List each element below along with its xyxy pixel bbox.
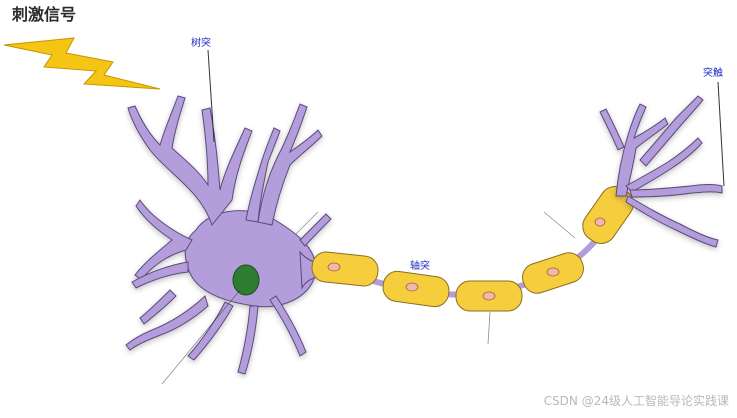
synapse-label: 突触 [703, 68, 723, 79]
stimulus-title: 刺激信号 [12, 5, 77, 24]
cell-nucleus [232, 264, 260, 296]
myelin-sheath [382, 270, 450, 308]
node-leader-line [543, 211, 576, 239]
terminal-branch [625, 195, 719, 248]
dendrite-branch [257, 103, 323, 226]
dendrite-leader-line [207, 49, 215, 143]
terminal-branch [625, 137, 703, 193]
terminal-branch [615, 103, 669, 197]
watermark-text: CSDN @24级人工智能导论实践课 [543, 394, 729, 408]
myelin-sheath [311, 251, 379, 287]
axon-terminal [599, 95, 723, 248]
dendrite-tree [125, 95, 332, 375]
lightning-bolt-icon [3, 37, 161, 90]
sheath-leader-line [487, 311, 491, 345]
dendrite-branch [134, 199, 193, 281]
myelin-sheath [455, 280, 523, 312]
dendrite-branch [237, 305, 259, 375]
dendrite-label: 树突 [191, 38, 211, 49]
dendrite-branch [299, 213, 332, 247]
myelin-sheaths [311, 186, 634, 312]
myelin-sheath [522, 252, 584, 294]
hillock-leader-line [295, 211, 319, 235]
synapse-leader-line [717, 81, 725, 187]
terminal-branch [639, 95, 704, 167]
dendrite-branch [125, 295, 209, 351]
terminal-branch [629, 184, 723, 198]
axon-label: 轴突 [410, 261, 430, 272]
dendrite-branch [127, 95, 253, 227]
terminal-branch [599, 108, 625, 151]
dendrite-branch [131, 261, 189, 289]
dendrite-branch [269, 295, 307, 357]
myelin-sheath [582, 186, 634, 244]
nucleus-leader-line [161, 289, 241, 385]
dendrite-branch [245, 127, 281, 223]
dendrite-branch [139, 289, 177, 325]
